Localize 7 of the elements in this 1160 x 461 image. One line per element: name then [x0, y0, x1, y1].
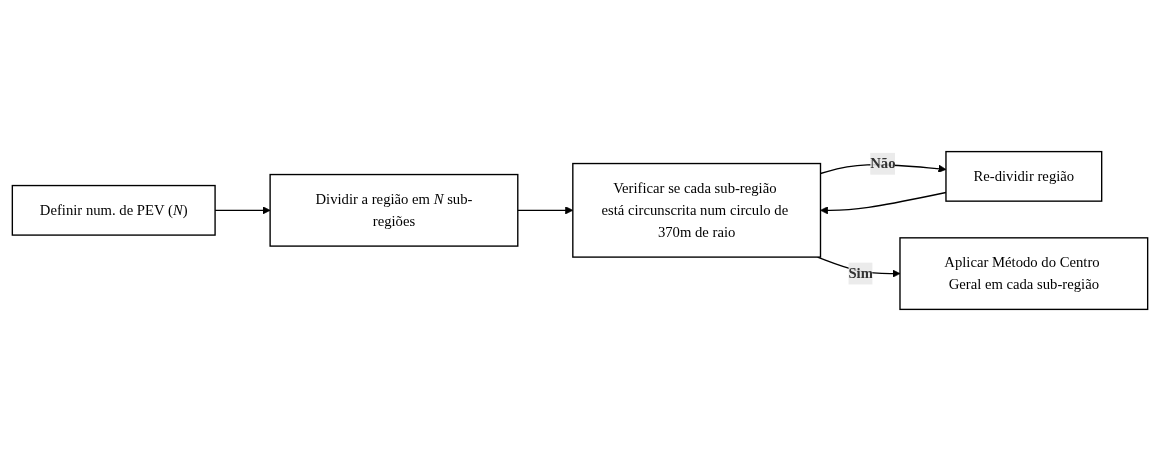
node-box: Aplicar Método do Centro Geral em cada sub-região — [899, 237, 1149, 311]
node-box: Verificar se cada sub-região está circunscrita num circulo de 370m de raio — [572, 162, 822, 258]
edge-label: Sim — [848, 265, 873, 281]
node-box: Definir num. de PEV (N) — [11, 184, 216, 236]
node-box: Dividir a região em N sub-regiões — [269, 173, 519, 247]
node-box: Re-dividir região — [945, 150, 1103, 202]
edge-label: Não — [870, 155, 896, 172]
